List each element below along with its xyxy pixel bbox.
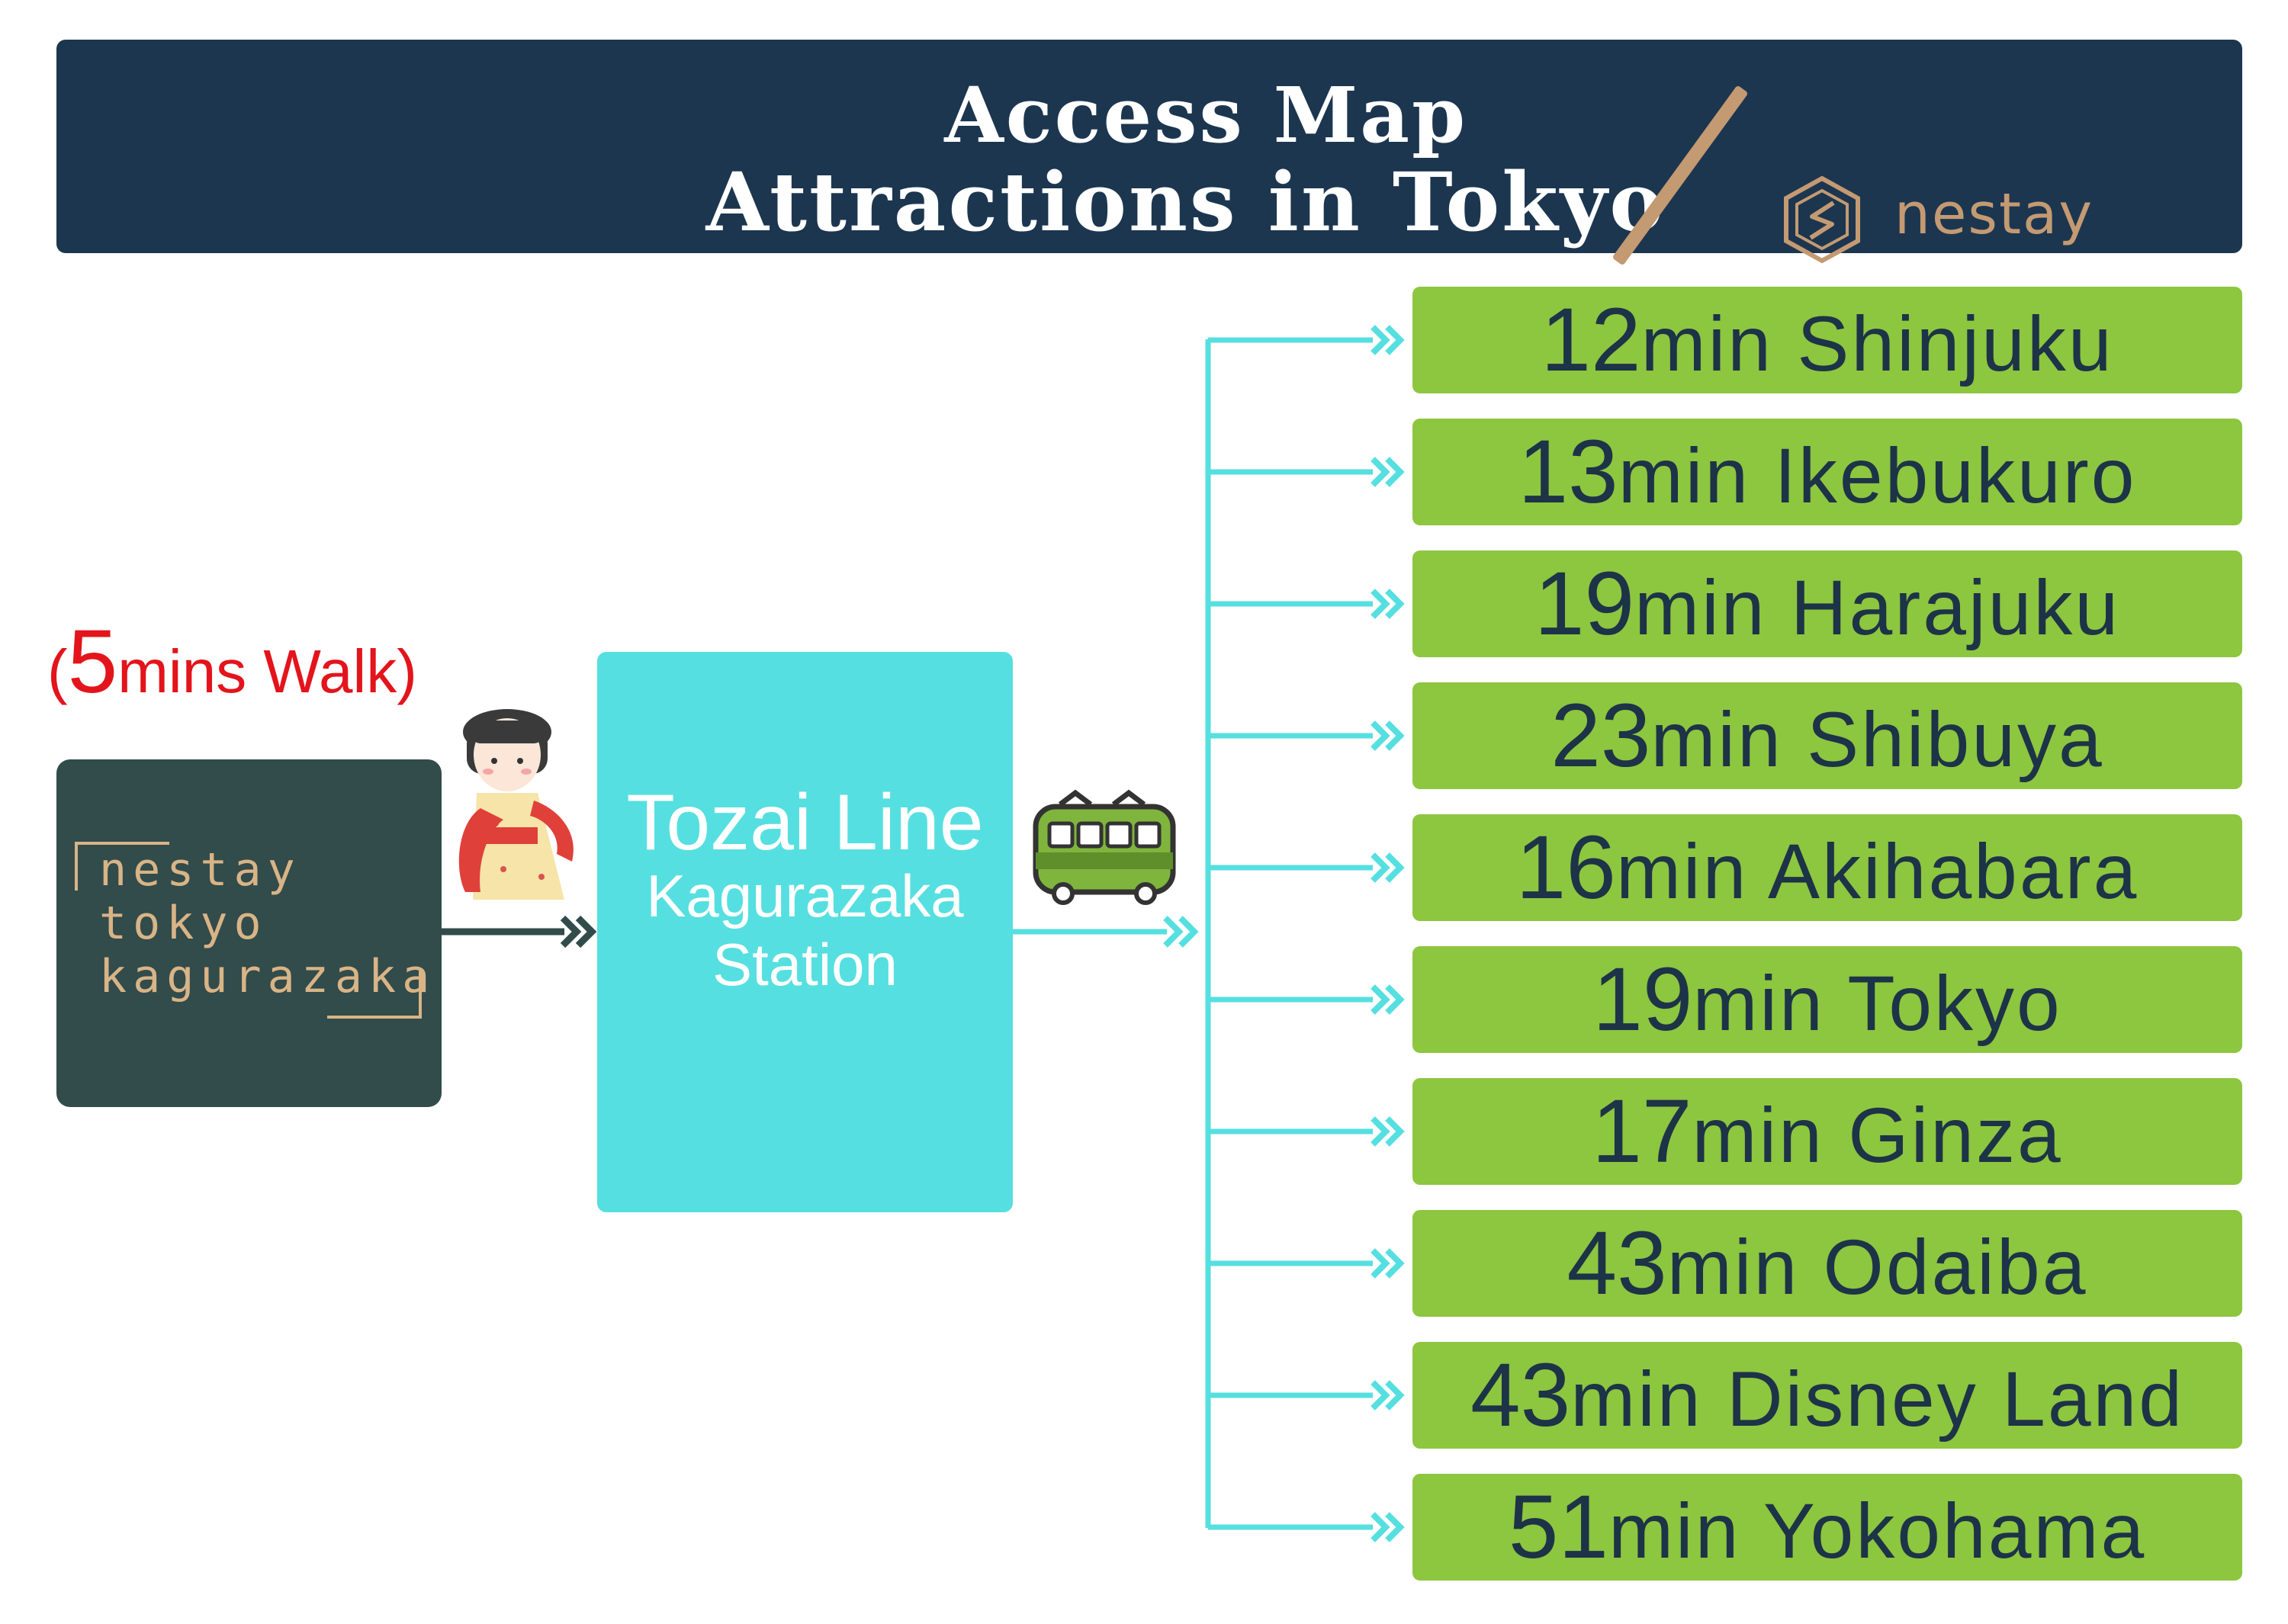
destination-minutes: 16 <box>1515 817 1616 918</box>
destination-space <box>1799 1224 1823 1311</box>
train-icon <box>1033 789 1176 905</box>
station-to-trunk-arrow <box>1163 916 1199 948</box>
hotel-name-line-2: tokyo <box>99 897 268 950</box>
branch-arrow-icon <box>1371 984 1405 1015</box>
destination-unit: min <box>1618 432 1751 519</box>
station-label: Station <box>712 931 898 998</box>
destination-space <box>1748 828 1768 915</box>
branch-arrow-icon <box>1371 721 1405 751</box>
destination-box: 23min Shibuya <box>1412 682 2242 789</box>
branch-arrow-icon <box>1371 325 1405 355</box>
hotel-box: nestay tokyo kagurazaka <box>56 759 442 1107</box>
branch-arrow-icon <box>1371 1116 1405 1147</box>
title-line-1: Access Map <box>944 70 1467 160</box>
walk-close-paren: ) <box>397 637 417 705</box>
destination-minutes: 23 <box>1551 685 1651 786</box>
station-line-name: Tozai Line <box>626 778 984 867</box>
branch-arrow-icon <box>1371 589 1405 619</box>
branch-arrow-icon <box>1371 852 1405 883</box>
destination-minutes: 43 <box>1567 1213 1667 1314</box>
destination-minutes: 51 <box>1508 1477 1609 1577</box>
walk-open-paren: ( <box>47 637 68 705</box>
destination-name: Shinjuku <box>1797 300 2114 387</box>
branch-arrow-icon <box>1371 1248 1405 1279</box>
destination-unit: min <box>1640 300 1773 387</box>
destination-box: 16min Akihabara <box>1412 814 2242 921</box>
destination-unit: min <box>1650 696 1783 783</box>
destination-space <box>1824 1092 1848 1179</box>
destination-unit: min <box>1615 828 1749 915</box>
destination-box: 13min Ikebukuro <box>1412 419 2242 525</box>
destination-unit: min <box>1608 1488 1741 1574</box>
destination-space <box>1783 696 1807 783</box>
destination-box: 43min Odaiba <box>1412 1210 2242 1317</box>
hotel-name-line-3: kagurazaka <box>99 950 436 1003</box>
walk-minutes: 5 <box>67 611 118 712</box>
destination-box: 19min Harajuku <box>1412 550 2242 657</box>
destination-unit: min <box>1666 1224 1800 1311</box>
kimono-girl-icon <box>458 709 574 900</box>
destination-box: 19min Tokyo <box>1412 946 2242 1053</box>
hotel-name-line-1: nestay <box>99 843 301 897</box>
destination-unit: min <box>1634 564 1767 651</box>
destination-minutes: 17 <box>1592 1081 1692 1182</box>
destination-unit: min <box>1692 960 1825 1047</box>
branch-arrow-icon <box>1371 1380 1405 1411</box>
logo-text: nestay <box>1894 181 2094 247</box>
destination-minutes: 12 <box>1541 290 1641 390</box>
header-banner: Attractions in Tokyo Access Map nestay <box>56 40 2242 266</box>
destination-space <box>1750 432 1774 519</box>
station-box: Tozai Line Kagurazaka Station <box>597 652 1013 1212</box>
destination-unit: min <box>1570 1356 1703 1443</box>
destination-space <box>1767 564 1791 651</box>
destination-box: 12min Shinjuku <box>1412 287 2242 393</box>
walk-text: mins Walk <box>117 637 397 705</box>
destination-name: Harajuku <box>1790 564 2121 651</box>
bracket-top-left <box>75 842 169 891</box>
bracket-bottom-right <box>327 970 422 1019</box>
destination-name: Akihabara <box>1768 828 2139 915</box>
destination-box: 43min Disney Land <box>1412 1342 2242 1449</box>
destination-minutes: 19 <box>1534 554 1635 654</box>
destination-space <box>1825 960 1848 1047</box>
destination-name: Disney Land <box>1726 1356 2184 1443</box>
branch-arrow-icon <box>1371 457 1405 487</box>
destination-minutes: 43 <box>1470 1345 1571 1446</box>
destination-space <box>1703 1356 1727 1443</box>
destination-box: 51min Yokohama <box>1412 1474 2242 1581</box>
destination-name: Shibuya <box>1807 696 2104 783</box>
destination-name: Tokyo <box>1847 960 2062 1047</box>
nestay-hexagon-logo-icon <box>1784 175 1860 264</box>
branch-arrows <box>1208 325 1405 1542</box>
destination-name: Ikebukuro <box>1774 432 2137 519</box>
destination-minutes: 19 <box>1592 949 1693 1050</box>
destination-space <box>1773 300 1797 387</box>
branch-arrow-icon <box>1371 1512 1405 1542</box>
destination-name: Odaiba <box>1823 1224 2088 1311</box>
destination-space <box>1740 1488 1763 1574</box>
destination-unit: min <box>1692 1092 1824 1179</box>
station-name: Kagurazaka <box>646 862 964 929</box>
walk-time-label: (5mins Walk) <box>47 610 417 714</box>
destination-name: Yokohama <box>1763 1488 2147 1574</box>
title-line-2: Attractions in Tokyo <box>705 154 1666 249</box>
destination-box: 17min Ginza <box>1412 1078 2242 1185</box>
hotel-to-station-arrow <box>560 915 597 948</box>
destination-name: Ginza <box>1848 1092 2063 1179</box>
destination-minutes: 13 <box>1518 422 1618 522</box>
